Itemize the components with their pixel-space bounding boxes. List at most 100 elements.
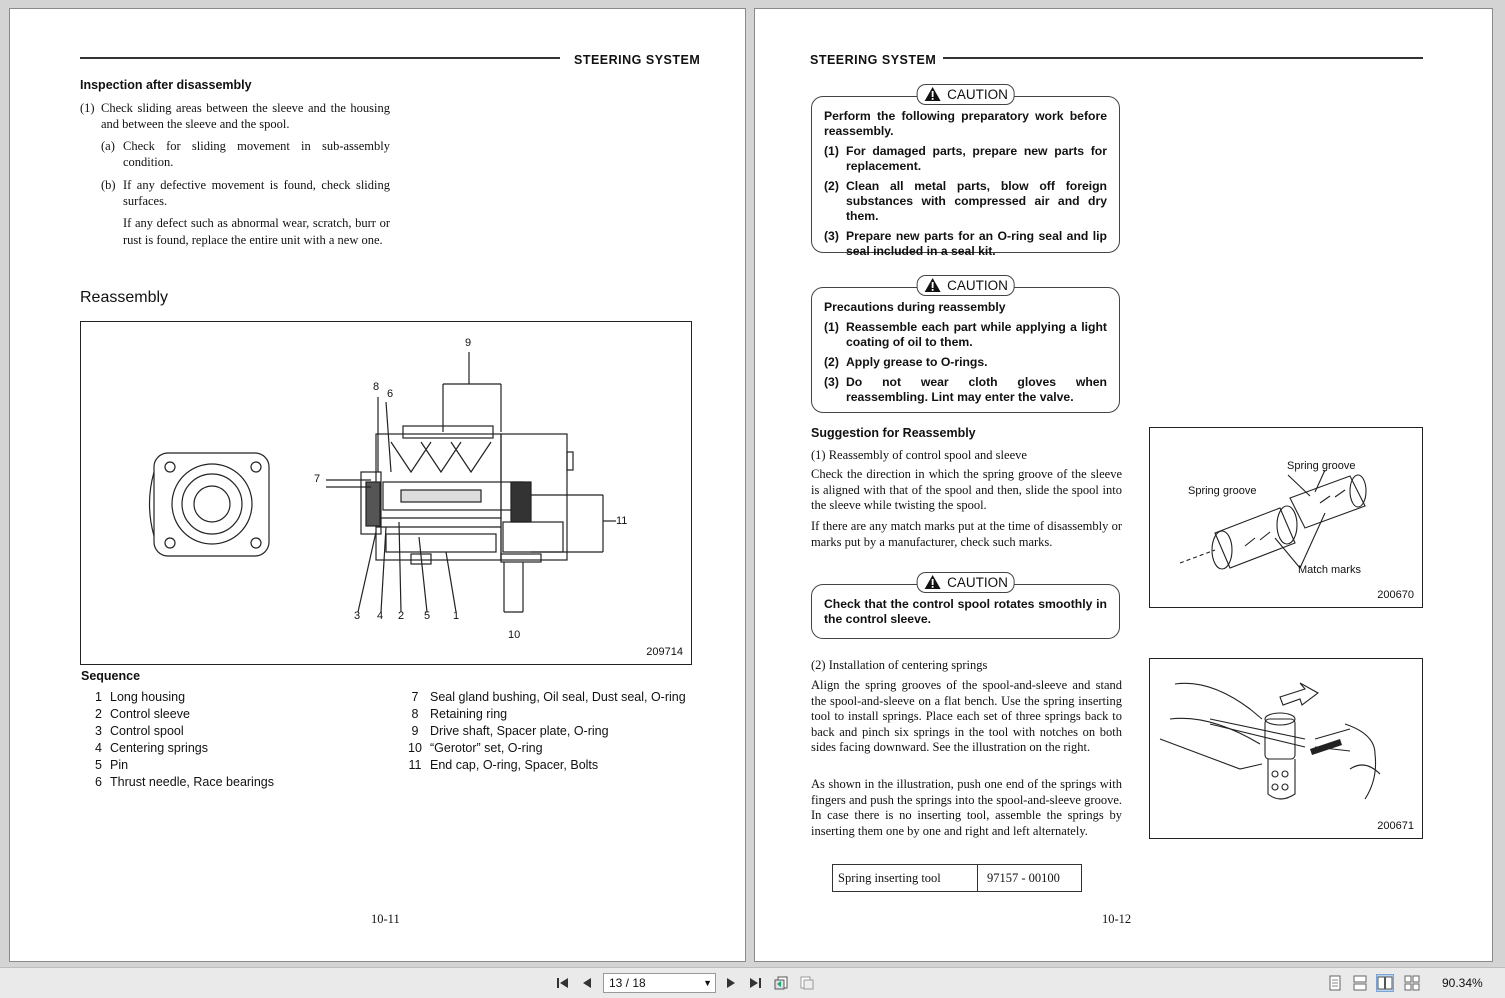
first-page-button[interactable]	[554, 974, 572, 992]
caution-badge: CAUTION	[916, 572, 1015, 593]
continuous-facing-view-button[interactable]	[1403, 974, 1421, 992]
inspection-title: Inspection after disassembly	[80, 78, 252, 92]
callout-7: 7	[314, 473, 321, 485]
inspection-item: (1)Check sliding areas between the sleev…	[80, 101, 390, 131]
caution-box-spool: CAUTION Check that the control spool rot…	[811, 572, 1120, 639]
steering-unit-drawing	[148, 352, 616, 613]
callout-2: 2	[398, 610, 405, 622]
table-row: Spring inserting tool 97157 - 00100	[832, 864, 1082, 892]
step1-paragraph: Check the direction in which the spring …	[811, 467, 1122, 512]
page-selector[interactable]: 13 / 18 ▼	[603, 973, 716, 993]
figure-number: 209714	[646, 646, 683, 658]
header-rule	[943, 57, 1423, 59]
last-page-button[interactable]	[746, 974, 764, 992]
left-page: STEERING SYSTEM Inspection after disasse…	[9, 8, 746, 962]
callout-5: 5	[424, 610, 431, 622]
caution-intro: Precautions during reassembly	[824, 300, 1006, 314]
caution-intro: Perform the following preparatory work b…	[824, 109, 1107, 138]
inspection-item: (b)If any defective movement is found, c…	[101, 178, 390, 208]
continuous-facing-icon	[1404, 975, 1420, 991]
label-spring-groove: Spring groove	[1287, 460, 1356, 472]
warning-triangle-icon	[924, 87, 941, 101]
list-item: 10“Gerotor” set, O-ring	[408, 741, 543, 755]
label-spring-groove: Spring groove	[1188, 485, 1257, 497]
spring-insertion-figure: 200671	[1149, 658, 1423, 839]
last-page-icon	[750, 978, 761, 988]
page-number: 10-12	[1102, 912, 1132, 926]
callout-10: 10	[508, 629, 521, 641]
continuous-page-icon	[1353, 975, 1367, 991]
callout-11: 11	[616, 515, 628, 527]
spool-sleeve-drawing	[1179, 469, 1367, 570]
tool-part-number: 97157 - 00100	[977, 864, 1082, 892]
callout-6: 6	[387, 388, 394, 400]
next-page-icon	[727, 978, 735, 988]
step2-paragraph: Align the spring grooves of the spool-an…	[811, 678, 1122, 754]
caution-item: (2)Clean all metal parts, blow off forei…	[824, 179, 1107, 223]
step1-paragraph: If there are any match marks put at the …	[811, 519, 1122, 549]
next-page-button[interactable]	[722, 974, 740, 992]
inspection-item: (a)Check for sliding movement in sub-ass…	[101, 139, 390, 169]
caution-item: (1)For damaged parts, prepare new parts …	[824, 144, 1107, 173]
facing-view-button[interactable]	[1376, 974, 1394, 992]
header-rule	[80, 57, 560, 59]
caution-item: (3)Prepare new parts for an O-ring seal …	[824, 229, 1107, 258]
callout-4: 4	[377, 610, 384, 622]
steering-unit-figure: 9 8 6 7 11 3 4 2 5 1 10 209714	[80, 321, 692, 665]
step1-title: (1) Reassembly of control spool and slee…	[811, 448, 1027, 462]
caution-badge: CAUTION	[916, 275, 1015, 296]
zoom-level[interactable]: 90.34%	[1442, 976, 1483, 990]
forward-icon	[800, 976, 814, 990]
caution-item: (2)Apply grease to O-rings.	[824, 355, 988, 369]
caution-item: (1)Reassemble each part while applying a…	[824, 320, 1107, 349]
warning-triangle-icon	[924, 575, 941, 589]
tool-name: Spring inserting tool	[832, 864, 978, 892]
figure-number: 200670	[1377, 589, 1414, 601]
callout-1: 1	[453, 610, 460, 622]
label-match-marks: Match marks	[1298, 564, 1361, 576]
tool-table: Spring inserting tool 97157 - 00100	[832, 864, 1082, 892]
continuous-view-button[interactable]	[1351, 974, 1369, 992]
reassembly-title: Reassembly	[80, 289, 169, 306]
page-header: STEERING SYSTEM	[574, 53, 701, 67]
callout-8: 8	[373, 381, 380, 393]
callout-3: 3	[354, 610, 361, 622]
facing-pages-icon	[1377, 976, 1393, 990]
spool-sleeve-figure: Spring groove Spring groove Match marks …	[1149, 427, 1423, 608]
spring-insertion-drawing	[1159, 682, 1381, 800]
back-icon	[774, 976, 788, 990]
suggestion-title: Suggestion for Reassembly	[811, 426, 976, 440]
page-header: STEERING SYSTEM	[810, 53, 937, 67]
caution-text: Check that the control spool rotates smo…	[824, 597, 1107, 626]
previous-page-icon	[583, 978, 591, 988]
single-page-view-button[interactable]	[1326, 974, 1344, 992]
caution-item: (3)Do not wear cloth gloves when reassem…	[824, 375, 1107, 404]
back-button[interactable]	[772, 974, 790, 992]
callout-9: 9	[465, 337, 472, 349]
first-page-icon	[557, 978, 568, 988]
viewer-toolbar: 13 / 18 ▼ 90.34%	[0, 967, 1505, 998]
page-number: 10-11	[371, 912, 400, 926]
forward-button[interactable]	[798, 974, 816, 992]
previous-page-button[interactable]	[578, 974, 596, 992]
sequence-title: Sequence	[81, 669, 141, 683]
inspection-note: If any defect such as abnormal wear, scr…	[123, 216, 390, 247]
figure-number: 200671	[1377, 820, 1414, 832]
chevron-down-icon: ▼	[703, 978, 712, 988]
single-page-icon	[1329, 975, 1341, 991]
warning-triangle-icon	[924, 278, 941, 292]
caution-box-preparatory: CAUTION Perform the following preparator…	[811, 84, 1120, 258]
caution-badge: CAUTION	[916, 84, 1015, 105]
